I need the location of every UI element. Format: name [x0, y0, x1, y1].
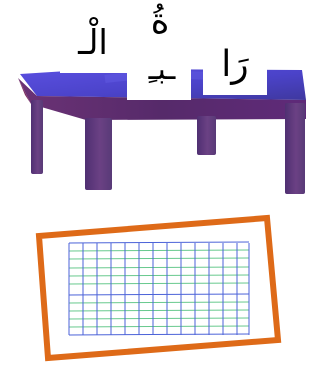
- word-card-right: [203, 49, 267, 95]
- grid-line-horizontal: [68, 325, 250, 328]
- handwriting-grid-icon: [35, 214, 282, 362]
- writing-frame: [35, 214, 282, 362]
- grid-line-horizontal: [68, 249, 250, 252]
- grid-line-horizontal: [68, 301, 250, 304]
- table-back-right-leg: [197, 116, 216, 155]
- grid-line-horizontal: [68, 241, 250, 244]
- arabic-letter-right: رَا: [221, 44, 249, 85]
- grid-line-horizontal: [68, 293, 250, 296]
- writing-grid: [68, 241, 250, 336]
- grid-line-horizontal: [68, 282, 250, 285]
- grid-line-horizontal: [68, 266, 250, 269]
- grid-line-horizontal: [68, 257, 250, 260]
- arabic-letter-top: ةُ: [150, 1, 170, 42]
- word-card-left: [60, 33, 130, 73]
- grid-line-horizontal: [68, 317, 250, 320]
- grid-line-horizontal: [68, 309, 250, 312]
- table-back-left-leg: [31, 100, 43, 174]
- table-front-left-leg: [85, 118, 112, 190]
- table-left-side: [18, 78, 31, 104]
- table-front-right-leg: [285, 103, 305, 194]
- word-card-middle: [127, 56, 191, 100]
- arabic-letter-middle: ـبـِ: [148, 52, 176, 87]
- grid-line-horizontal: [68, 274, 250, 277]
- grid-line-horizontal: [68, 333, 250, 336]
- arabic-letter-left: الْـ: [78, 23, 108, 63]
